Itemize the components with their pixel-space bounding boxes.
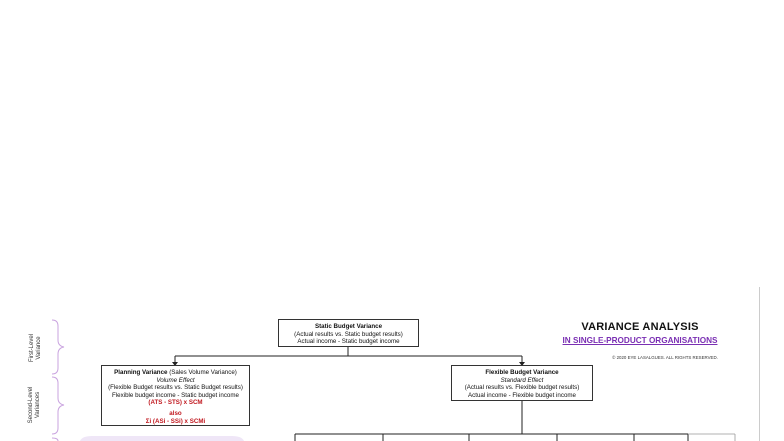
flexible-box-title: Flexible Budget Variance xyxy=(485,369,559,376)
arrow-to-planning xyxy=(172,362,178,366)
static-box-line2: Actual income - Static budget income xyxy=(297,338,400,346)
second-level-label: Second-Level Variances xyxy=(28,386,41,424)
first-level-label: First-Level Variance xyxy=(29,334,42,363)
planning-box-line2: Flexible budget income - Static budget i… xyxy=(112,391,239,399)
planning-box-title-suffix: (Sales Volume Variance) xyxy=(167,369,237,376)
planning-box-formula2: Σi (ASi - SSi) x SCMi xyxy=(145,417,206,425)
bottom-band xyxy=(80,436,244,441)
arrow-to-flexible xyxy=(519,362,525,366)
static-box-line1: (Actual results vs. Static budget result… xyxy=(294,330,403,338)
second-level-bracket xyxy=(51,376,65,435)
planning-variance-box: Planning Variance (Sales Volume Variance… xyxy=(101,365,250,426)
planning-box-also: also xyxy=(169,409,182,417)
planning-box-effect: Volume Effect xyxy=(156,376,195,384)
flexible-box-line1: (Actual results vs. Flexible budget resu… xyxy=(464,384,580,392)
planning-box-formula1: (ATS - STS) x SCM xyxy=(148,399,203,407)
diagram-title: VARIANCE ANALYSIS xyxy=(581,321,699,333)
planning-box-line1: (Flexible Budget results vs. Static Budg… xyxy=(108,384,243,392)
static-budget-variance-box: Static Budget Variance (Actual results v… xyxy=(278,319,419,347)
flexible-box-effect: Standard Effect xyxy=(500,376,544,384)
page-edge-line xyxy=(759,287,760,441)
first-level-bracket xyxy=(51,319,65,375)
flexible-box-line2: Actual income - Flexible budget income xyxy=(468,391,576,399)
static-box-title: Static Budget Variance xyxy=(314,323,383,330)
diagram-subtitle: IN SINGLE-PRODUCT ORGANISATIONS xyxy=(562,336,718,345)
planning-box-title: Planning Variance xyxy=(114,369,168,376)
copyright-notice: © 2020 EYE LASALGUES. ALL RIGHTS RESERVE… xyxy=(612,355,718,360)
flexible-budget-variance-box: Flexible Budget Variance Standard Effect… xyxy=(451,365,593,401)
